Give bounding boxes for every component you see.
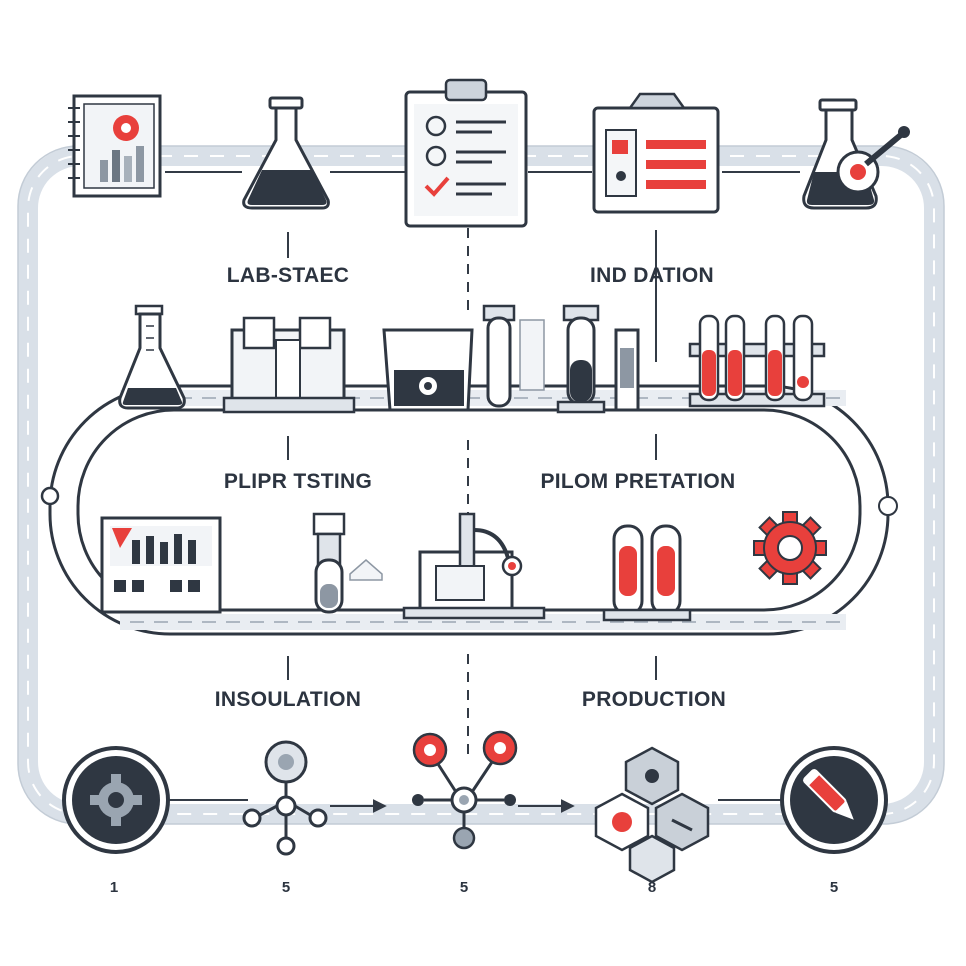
label-ind-dation: IND DATION (590, 264, 714, 287)
beaker-icon (382, 328, 474, 412)
track-node-left (40, 486, 60, 506)
label-plipr-testing: PLIPR TSTING (224, 470, 372, 493)
label-pilom-prepration: PILOM PRETATION (540, 470, 735, 493)
factory-icon (100, 516, 222, 614)
lab-machine-icon (222, 316, 356, 414)
pipette-vial-icon (312, 512, 383, 614)
gear-icon (753, 511, 827, 585)
test-tube-stand-icon (482, 304, 640, 414)
label-production: PRODUCTION (582, 688, 726, 711)
label-lab-stage: LAB-STAEC (227, 264, 349, 287)
label-insoulation: INSOULATION (215, 688, 361, 711)
test-tube-rack-icon (688, 314, 826, 408)
step-number-2: 5 (282, 879, 290, 896)
checklist-clipboard-icon (404, 78, 528, 228)
gear-circle-icon (62, 746, 170, 854)
hub-node-icon (412, 730, 518, 850)
clipboard-form-icon (592, 92, 720, 214)
step-number-5: 5 (830, 879, 838, 896)
step-number-3: 5 (460, 879, 468, 896)
network-node-icon (242, 740, 328, 856)
flask-stirrer-icon (802, 98, 910, 210)
hexagon-cluster-icon (594, 746, 710, 884)
connector-lines (165, 171, 800, 813)
production-machine-icon (402, 512, 546, 620)
cylinder-tubes-icon (602, 524, 692, 622)
flask-icon (242, 96, 330, 210)
step-number-1: 1 (110, 879, 118, 896)
track-node-right (878, 496, 898, 516)
graduated-flask-icon (118, 304, 186, 410)
notebook-icon (68, 94, 162, 198)
pen-circle-icon (780, 746, 888, 854)
step-number-4: 8 (648, 879, 656, 896)
